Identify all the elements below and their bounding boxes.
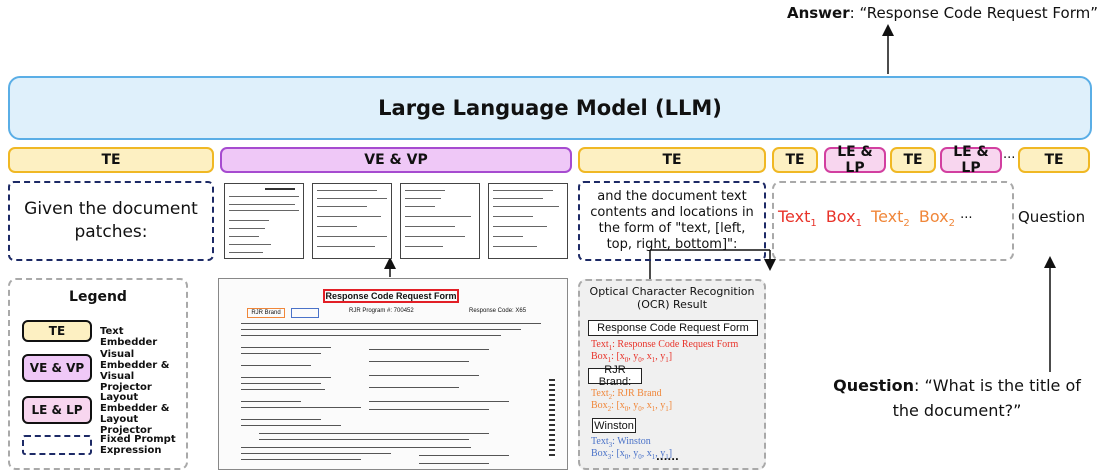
seq-text2: Text2 xyxy=(871,207,910,230)
legend-ve-label: Visual Embedder & Visual Projector xyxy=(100,349,170,393)
ocr-coords-1: Box1: [x0, y0, x1, y1] xyxy=(591,351,673,364)
seq-box2: Box2 xyxy=(918,207,955,230)
doc-rjr-brand: RJR Brand xyxy=(247,308,285,318)
te-label-5: TE xyxy=(1044,152,1064,168)
le-lp-label-2: LE & LP xyxy=(953,144,989,176)
te-label-1: TE xyxy=(101,152,121,168)
doc-header-text: Response Code Request Form xyxy=(325,291,457,301)
le-lp-embedder-2: LE & LP xyxy=(940,144,1002,176)
question-input-text: Question xyxy=(1018,208,1086,226)
ve-vp-embedder: VE & VP xyxy=(220,147,572,173)
document-image: Response Code Request Form RJR Brand RJR… xyxy=(218,278,568,470)
ocr-text-1: Text1: Response Code Request Form xyxy=(591,339,739,352)
sequence-items: Text1 Box1 Text2 Box2 ··· xyxy=(778,207,973,229)
ocr-box-3-text: Winston xyxy=(594,419,634,432)
legend-le-label: Layout Embedder & Layout Projector xyxy=(100,392,170,436)
legend-ve-swatch: VE & VP xyxy=(22,354,92,382)
te-embedder-5: TE xyxy=(1018,147,1090,173)
doc-program: RJR Program #: 700452 xyxy=(349,308,414,314)
le-lp-embedder-1: LE & LP xyxy=(824,144,886,176)
ocr-box-2-text: RJR Brand: xyxy=(598,364,632,388)
answer-text: Answer: “Response Code Request Form” xyxy=(708,4,1098,22)
question-text: Question: “What is the title of the docu… xyxy=(822,373,1092,423)
question-input: Question xyxy=(1018,208,1098,226)
te-embedder-2: TE xyxy=(578,147,766,173)
doc-rjr-text: RJR Brand xyxy=(251,310,281,316)
ocr-box-3: Winston xyxy=(592,418,636,433)
seq-box1: Box1 xyxy=(825,207,862,230)
te-label-4: TE xyxy=(903,152,923,168)
legend-te-label: Text Embedder xyxy=(100,326,158,348)
legend-le-swatch-label: LE & LP xyxy=(31,403,83,417)
seq-text1: Text1 xyxy=(778,207,817,230)
embedder-ellipsis-text: ··· xyxy=(1003,151,1016,166)
doc-header: Response Code Request Form xyxy=(323,289,459,303)
seq-ellipsis: ··· xyxy=(960,211,973,226)
ocr-text-3: Text3: Winston xyxy=(591,436,651,449)
ocr-dots: ...... xyxy=(656,452,679,463)
prompt-and-doc-text: and the document text contents and locat… xyxy=(590,189,754,252)
patch-1 xyxy=(224,183,304,259)
legend-le-swatch: LE & LP xyxy=(22,396,92,424)
legend-ve-swatch-label: VE & VP xyxy=(29,361,85,375)
doc-winston-box xyxy=(291,308,319,318)
prompt-given-text: Given the document patches: xyxy=(24,199,198,242)
legend-box xyxy=(8,278,188,470)
llm-box: Large Language Model (LLM) xyxy=(8,76,1092,140)
answer-value: : “Response Code Request Form” xyxy=(849,4,1098,22)
legend-fixed-swatch xyxy=(22,435,92,455)
ve-vp-label: VE & VP xyxy=(364,152,428,168)
ocr-box-1-text: Response Code Request Form xyxy=(597,322,749,334)
patches-row xyxy=(220,181,572,261)
ocr-text-2: Text2: RJR Brand xyxy=(591,388,662,401)
ocr-title: Optical Character Recognition (OCR) Resu… xyxy=(589,285,755,311)
patch-3 xyxy=(400,183,480,259)
te-label-2: TE xyxy=(662,152,682,168)
te-embedder-4: TE xyxy=(890,147,936,173)
embedder-ellipsis: ··· xyxy=(1003,151,1015,166)
prompt-and-doc: and the document text contents and locat… xyxy=(578,181,766,261)
input-sequence xyxy=(772,181,1014,261)
patch-2 xyxy=(312,183,392,259)
llm-title: Large Language Model (LLM) xyxy=(378,96,722,120)
ocr-box-2: RJR Brand: xyxy=(588,364,642,388)
legend-title: Legend xyxy=(69,289,127,305)
answer-label: Answer xyxy=(786,4,850,22)
question-value: : “What is the title of the document?” xyxy=(892,376,1081,420)
ocr-box-1: Response Code Request Form xyxy=(588,320,758,336)
te-label-3: TE xyxy=(785,152,805,168)
le-lp-label-1: LE & LP xyxy=(837,144,873,176)
patch-4 xyxy=(488,183,568,259)
legend-te-swatch: TE xyxy=(22,320,92,342)
ocr-coords-2: Box2: [x0, y0, x1, y1] xyxy=(591,400,673,413)
question-label: Question xyxy=(833,376,914,395)
te-embedder-1: TE xyxy=(8,147,214,173)
doc-response-code: Response Code: X65 xyxy=(469,308,527,314)
legend-fixed-label: Fixed Prompt Expression xyxy=(100,434,176,456)
legend-te-swatch-label: TE xyxy=(48,324,66,338)
prompt-given: Given the document patches: xyxy=(8,181,214,261)
te-embedder-3: TE xyxy=(772,147,818,173)
ocr-coords-3: Box3: [x0, y0, x1, y1] xyxy=(591,448,673,461)
doc-stripe xyxy=(549,379,555,459)
